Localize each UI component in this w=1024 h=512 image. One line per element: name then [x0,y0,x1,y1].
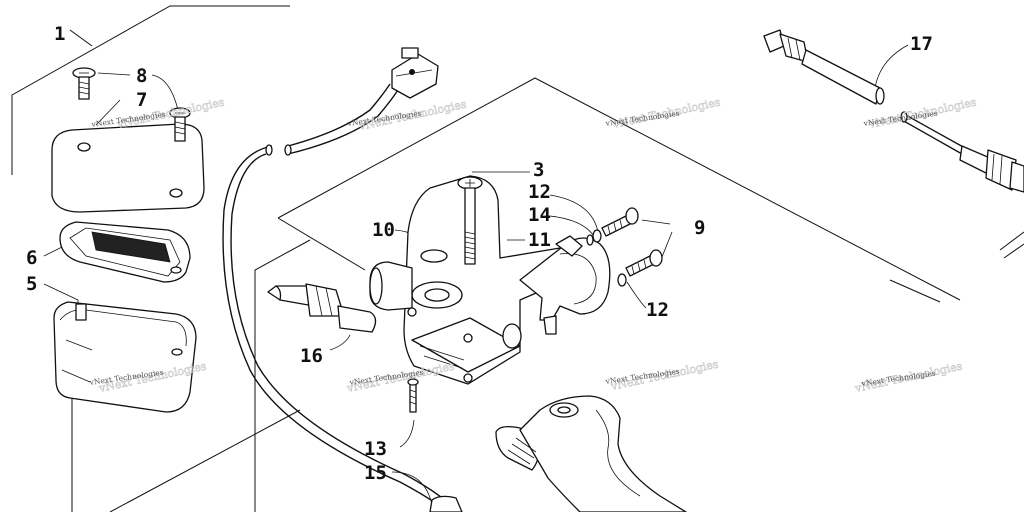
cover-screw-left [72,67,96,100]
callout-1: 1 [54,23,65,45]
wire-harness [222,83,453,512]
master-cylinder-body [369,175,567,385]
lock-washer-upper [592,229,602,243]
callout-labels: 1 3 5 6 7 8 9 10 11 12 12 13 14 15 16 17 [26,23,933,484]
callout-12-upper: 12 [528,181,551,203]
pivot-bolt [407,378,419,413]
callout-5: 5 [26,273,37,295]
assembly-boundary-lines [11,5,961,512]
lock-washer-lower [617,273,627,287]
o-ring [420,249,448,263]
callout-17: 17 [910,33,933,55]
reservoir-body [53,301,197,413]
callout-10: 10 [372,219,395,241]
callout-13: 13 [364,438,387,460]
callout-16: 16 [300,345,323,367]
long-mounting-screw [457,176,483,265]
callout-8: 8 [136,65,147,87]
hose-bracket [429,495,463,512]
flat-washer [586,234,594,246]
clamp-screw-lower [625,249,663,277]
callout-9: 9 [694,217,705,239]
electrical-connector [391,47,439,99]
callout-15: 15 [364,462,387,484]
brake-light-switch [267,283,377,333]
callout-14: 14 [528,204,551,226]
callout-12-lower: 12 [646,299,669,321]
cover-screw-right [169,107,191,142]
callout-11: 11 [528,229,551,251]
clamp-screw-upper [601,207,639,237]
handlebar-clamp [519,235,611,335]
callout-7: 7 [136,89,147,111]
brake-lever [495,395,687,512]
throttle-cable [763,29,1024,259]
reservoir-cover [51,123,205,213]
diaphragm-gasket [59,221,191,283]
callout-6: 6 [26,247,37,269]
callout-3: 3 [533,159,544,181]
